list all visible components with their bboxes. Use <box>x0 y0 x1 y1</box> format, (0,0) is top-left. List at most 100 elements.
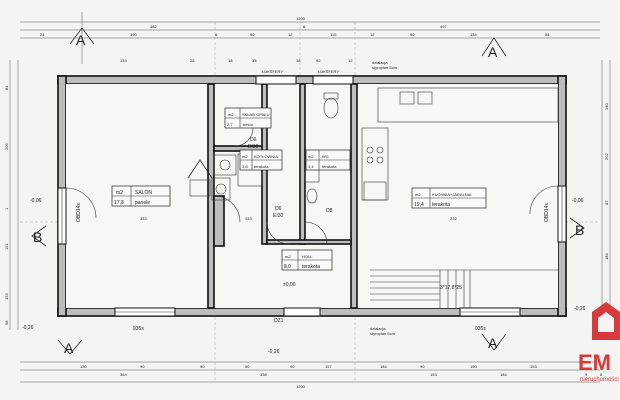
dim-mid-row: 12 <box>348 58 353 63</box>
door-label: D8 <box>326 208 333 214</box>
window-label-bottom-right: 035s <box>475 326 486 332</box>
dim-bottom-sub: 8 <box>600 372 603 377</box>
room-floor: terakota <box>432 202 450 208</box>
section-a-label: A <box>76 32 86 48</box>
door-labels: D6 EI30 D6 EI30 D8 DZ1 <box>248 137 333 324</box>
dim-left-col: 58 <box>4 320 9 325</box>
company-logo: EM nieruchomości <box>578 302 620 383</box>
room-floor: beton <box>243 122 253 127</box>
dim-mid-row: 33 <box>252 58 257 63</box>
logo-tagline: nieruchomości <box>580 377 619 383</box>
window-labels: OBD14s OBD14s 035s 035s <box>76 203 550 332</box>
dim-bottom-sub: 153 <box>430 372 437 377</box>
room-area: 2,7 <box>227 122 233 127</box>
room-floor: terakota <box>302 264 320 270</box>
dim-bottom-row: 90 <box>140 364 145 369</box>
fixtures <box>187 87 559 204</box>
dim-bottom-sub: 9 <box>585 372 588 377</box>
stairs-label: 3*17,8*25 <box>440 285 462 291</box>
room-area: 17,8 <box>114 200 124 206</box>
section-a-top-right: A <box>481 37 507 60</box>
section-a-bottom-left: A <box>57 339 83 356</box>
dim-left-col: 209 <box>4 143 9 150</box>
section-b-left: B <box>31 225 47 247</box>
window-label-left: OBD14s <box>76 203 82 222</box>
dim-top: 497 <box>440 24 447 29</box>
room-label-sklad: m2 SKŁAD OPAŁU 2,7 beton <box>224 107 272 129</box>
svg-text:m2: m2 <box>242 154 248 159</box>
dim-right-col: 87 <box>604 200 609 205</box>
dim-bottom-row: 150 <box>470 364 477 369</box>
dim-top-row: 90 <box>410 32 415 37</box>
level-zero: ±0,00 <box>283 282 296 288</box>
dim-overall-top: 1200 <box>296 16 306 21</box>
section-a-label: A <box>488 44 498 60</box>
dim-top-row: 54 <box>545 32 550 37</box>
dim-mid-row: 18 <box>228 58 233 63</box>
section-a-label: A <box>64 340 74 356</box>
door-label: EI30 <box>248 144 259 150</box>
dim-right-col: 202 <box>604 153 609 160</box>
dim-mid-row: 92 <box>316 58 321 63</box>
room-label-salon: m2 SALON 17,8 panele <box>111 185 171 207</box>
dim-bottom-sub: 338 <box>260 372 267 377</box>
dim-mid-row: 18 <box>296 58 301 63</box>
dim-mid-row: 28 <box>190 58 195 63</box>
dim-overall-bottom: 1200 <box>296 384 306 389</box>
svg-text:m2: m2 <box>308 154 314 159</box>
level-left-in: -0,06 <box>30 198 42 204</box>
window-label-bottom-left: 035s <box>133 326 144 332</box>
room-label-kotlownia: m2 KOTŁOWNIA 3,8 terakota <box>239 149 283 171</box>
dim-bottom-row: 50 <box>245 364 250 369</box>
dim-top-row: 12 <box>370 32 375 37</box>
section-a-label: A <box>488 335 498 351</box>
level-marks: ±0,00 -0,06 -0,06 -0,26 -0,26 -0,26 <box>22 198 586 355</box>
dim-left-col: 153 <box>4 293 9 300</box>
room-name: KOTŁOWNIA <box>254 154 278 159</box>
vent-label: LUKSFERY <box>262 69 283 74</box>
door-label: DZ1 <box>274 318 284 324</box>
section-b-right: B <box>569 217 585 239</box>
dim-top: 6 <box>303 24 306 29</box>
room-name: HOLL <box>302 254 313 259</box>
dim-bottom-sub: 364 <box>120 372 127 377</box>
dim-top-row: 12 <box>288 32 293 37</box>
dim-bottom-row: 90 <box>200 364 205 369</box>
stairs: 3*17,8*25 <box>370 269 558 308</box>
room-label-wc: m2 WC 3,4 terakota <box>305 149 351 171</box>
room-area: 19,4 <box>414 202 424 208</box>
dim-top-row: 134 <box>470 32 477 37</box>
door-label: EI30 <box>273 213 284 219</box>
svg-text:m2: m2 <box>285 254 291 259</box>
room-floor: terakota <box>254 164 269 169</box>
dim-inner: 222 <box>450 216 457 221</box>
dim-top-row: 190 <box>130 32 137 37</box>
door-label: D6 <box>275 206 282 212</box>
room-label-kuchnia: m2 KUCHNIA+JADALNIA 19,4 terakota <box>411 187 487 209</box>
dim-right-col: 184 <box>604 253 609 260</box>
dim-bottom-row: 130 <box>80 364 87 369</box>
dim-inner: 333 <box>140 216 147 221</box>
vent-label: LUKSFERY <box>318 69 339 74</box>
section-b-label: B <box>33 229 42 245</box>
svg-text:m2: m2 <box>415 192 421 197</box>
dim-bottom-row: 184 <box>380 364 387 369</box>
dim-inner: 333 <box>245 216 252 221</box>
room-area: 3,4 <box>308 164 314 169</box>
room-label-holl: m2 HOLL 8,0 terakota <box>281 249 333 271</box>
room-name: SALON <box>135 190 152 196</box>
dim-top-row: 6 <box>215 32 218 37</box>
dim-top-row: 90 <box>250 32 255 37</box>
section-a-bottom-right: A <box>481 333 507 351</box>
room-area: 3,8 <box>242 164 248 169</box>
dim-left-col: 151 <box>4 243 9 250</box>
dim-right-col: 140 <box>604 103 609 110</box>
section-b-label: B <box>575 222 584 238</box>
room-name: WC <box>322 154 329 159</box>
room-floor: panele <box>135 200 150 206</box>
